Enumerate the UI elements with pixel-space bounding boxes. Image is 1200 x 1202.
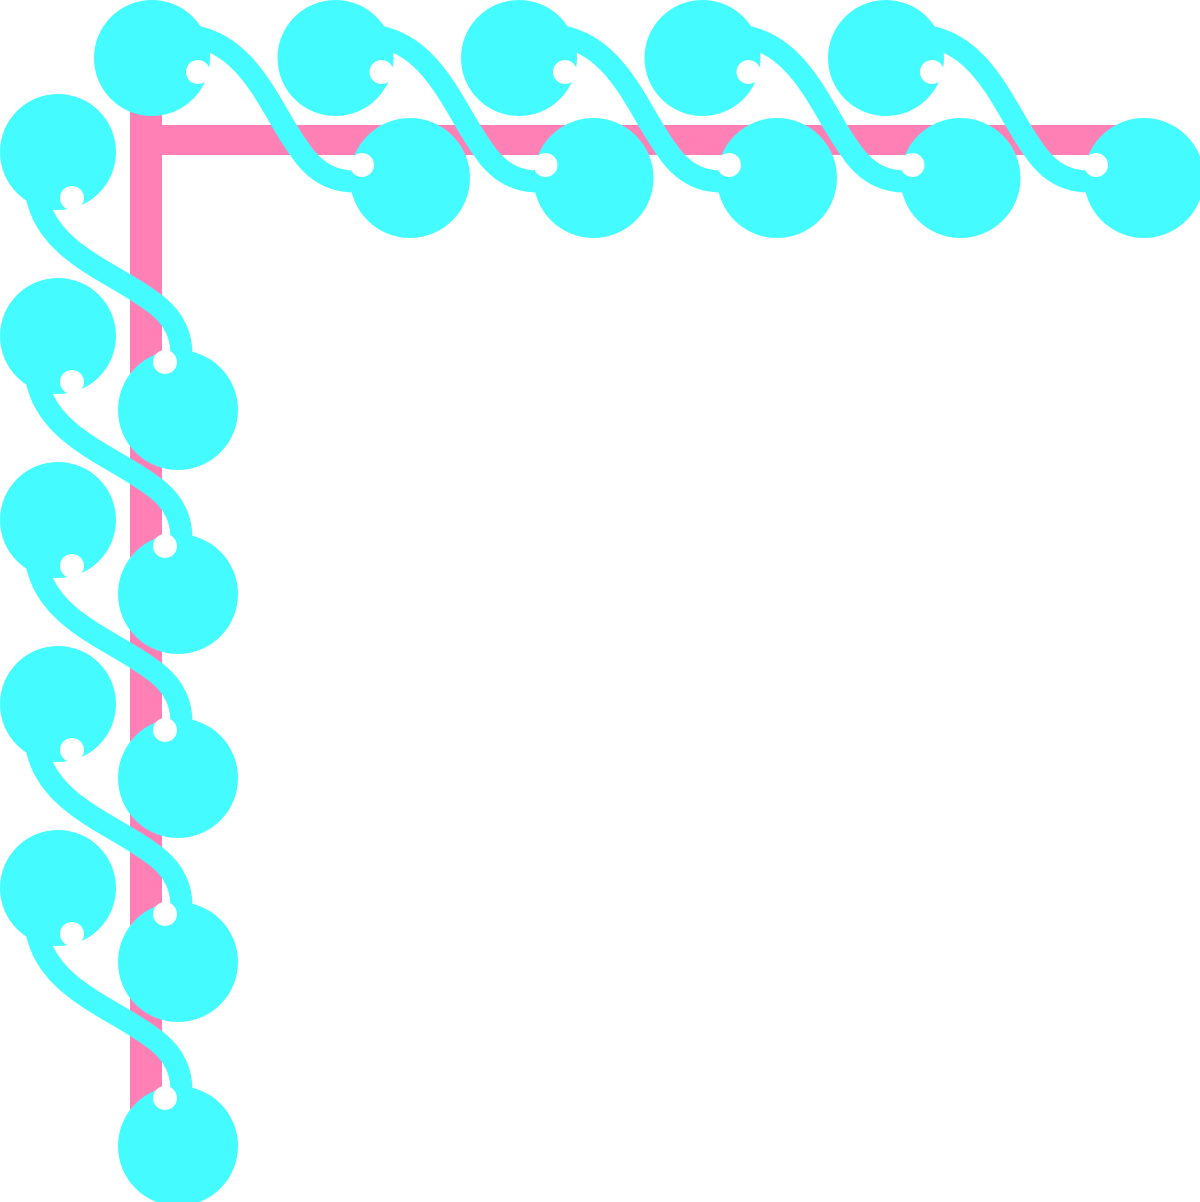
- wave-curl-notch: [717, 153, 741, 177]
- wave-curl-notch: [153, 534, 177, 558]
- wave-curl-notch: [153, 902, 177, 926]
- wave-curl-notch: [153, 718, 177, 742]
- wave-blob-left: [0, 830, 116, 946]
- wave-blob-lower: [1084, 118, 1200, 238]
- wave-blob-right: [118, 718, 238, 838]
- wave-blob-right: [118, 1086, 238, 1202]
- wave-blob-lower: [900, 118, 1021, 238]
- wave-curl-notch: [350, 153, 374, 177]
- wave-blob-right: [118, 350, 238, 470]
- wave-curve: [24, 726, 193, 938]
- wave-curl-notch: [736, 60, 761, 84]
- wave-curl-notch: [369, 60, 394, 84]
- wave-curl-notch: [60, 738, 84, 762]
- wave-curl-notch: [60, 554, 84, 578]
- wave-curl-notch: [533, 153, 558, 177]
- wave-blob-right: [118, 534, 238, 654]
- wave-curl-notch: [153, 350, 177, 374]
- wave-blob-left: [0, 278, 116, 394]
- wave-curve: [174, 24, 386, 193]
- wave-curve: [24, 174, 193, 386]
- wave-blob-left: [0, 646, 116, 762]
- wave-curl-notch: [60, 370, 84, 394]
- wave-curl-notch: [900, 153, 925, 177]
- wave-curve: [541, 24, 753, 193]
- wave-curl-notch: [60, 186, 84, 210]
- wave-blob-upper: [828, 0, 944, 116]
- wave-blob-lower: [717, 118, 837, 238]
- wave-curl-notch: [1084, 153, 1108, 177]
- wave-curl-notch: [153, 1086, 177, 1110]
- wave-curve: [24, 542, 193, 754]
- wave-curve: [24, 910, 193, 1122]
- wave-curl-notch: [553, 60, 577, 84]
- wave-curve: [357, 24, 570, 193]
- wave-curve: [24, 358, 193, 570]
- wave-blob-left: [0, 94, 116, 210]
- wave-blob-lower: [533, 118, 654, 238]
- wave-blob-upper: [644, 0, 761, 116]
- wave-curve: [908, 24, 1120, 193]
- wave-curl-notch: [920, 60, 944, 84]
- wave-blob-upper: [461, 0, 577, 116]
- wave-curl-notch: [186, 60, 210, 84]
- wave-blob-right: [118, 902, 238, 1022]
- wave-blob-lower: [350, 118, 470, 238]
- wave-curve: [724, 24, 937, 193]
- wave-blob-upper: [277, 0, 394, 116]
- wave-blob-upper: [94, 0, 210, 116]
- wave-curl-notch: [60, 922, 84, 946]
- wave-blob-left: [0, 462, 116, 578]
